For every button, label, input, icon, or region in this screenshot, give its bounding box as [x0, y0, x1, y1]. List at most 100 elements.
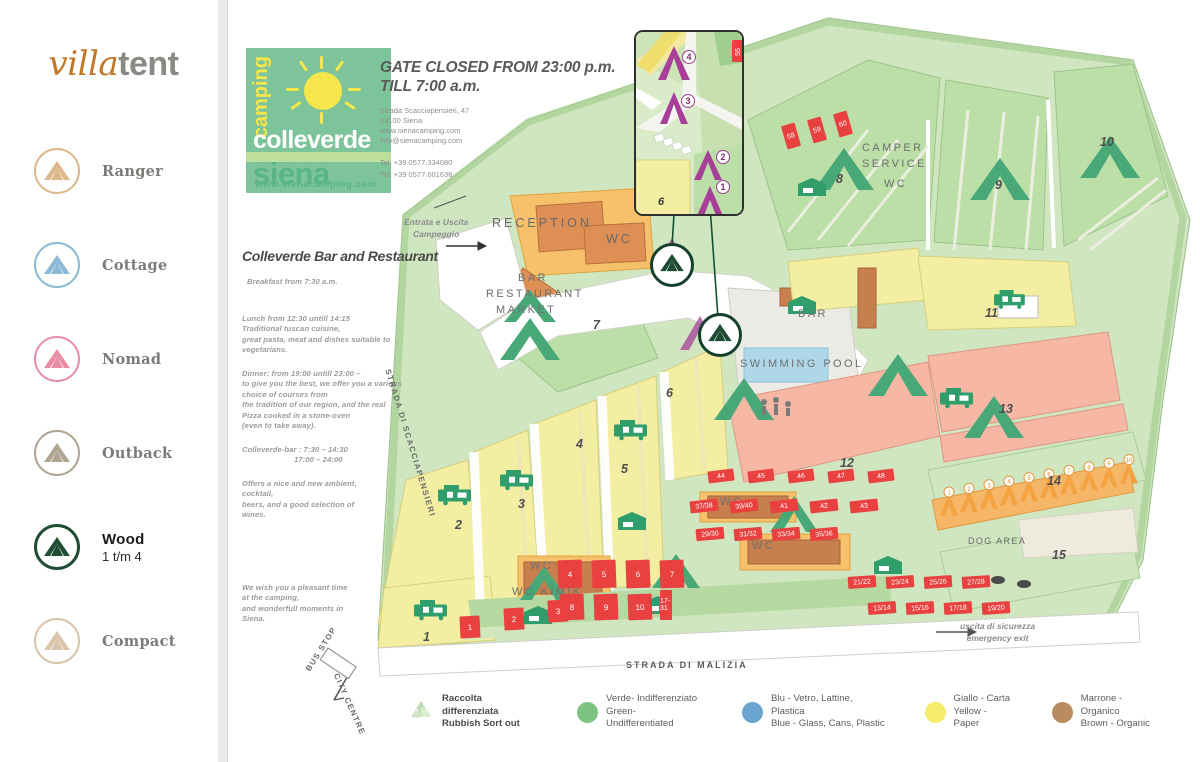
inset-marker-4[interactable]: 4	[682, 50, 696, 64]
sidebar-item-compact[interactable]: Compact	[34, 594, 227, 688]
bungalow-chip[interactable]: 25/26	[923, 575, 953, 589]
bungalow-chip[interactable]: 17-31	[660, 590, 672, 620]
legend-item-english: Green- Undifferentiated	[606, 705, 674, 730]
sidebar-item-nomad[interactable]: Nomad	[34, 312, 227, 406]
dinner-line-1: Dinner: from 19:00 untill 23:00 –	[242, 368, 361, 378]
lunch-line-3: great pasta, meat and dishes suitable to	[242, 334, 391, 344]
wish-line-4: Siena.	[242, 614, 265, 623]
bar-hours-2: 17:00 – 24:00	[294, 455, 343, 464]
bungalow-chip[interactable]: 31/32	[733, 526, 763, 542]
bungalow-chip[interactable]: 13/14	[867, 601, 897, 615]
dinner-line-2: to give you the best, we offer you a var…	[242, 379, 402, 388]
sidebar-item-ranger[interactable]: Ranger	[34, 124, 227, 218]
svg-text:6: 6	[1047, 473, 1051, 479]
bungalow-chip[interactable]: 33/34	[771, 526, 801, 542]
wood-pin-upper[interactable]	[650, 243, 694, 287]
svg-text:7: 7	[1067, 469, 1071, 475]
strada-di-malizia	[377, 611, 1141, 677]
legend-item-english: Brown - Organic	[1080, 718, 1150, 730]
breakfast-text: Breakfast from 7:30 a.m.	[247, 277, 338, 286]
entrance-arrow	[446, 241, 488, 251]
zone-15-building-row	[1017, 507, 1139, 559]
lunch-line-1: Lunch from 12:30 untill 14:15	[242, 313, 350, 323]
bungalow-chip[interactable]: 10	[627, 593, 653, 621]
legend-item-italian: Blu - Vetro, Lattine, Plastica	[771, 693, 853, 717]
zone14-tent	[1000, 483, 1018, 506]
sidebar-item-label: Cottage	[102, 256, 168, 274]
inset-red-badge	[732, 40, 742, 62]
gate-info-block: GATE CLOSED FROM 23:00 p.m. TILL 7:00 a.…	[380, 58, 630, 181]
wood-pin-lower[interactable]	[698, 313, 742, 357]
emergency-exit-arrow	[936, 627, 978, 637]
bungalow-icons	[524, 178, 902, 624]
bungalow-chip[interactable]: 21/22	[847, 575, 877, 589]
city-centre-arrow	[319, 647, 357, 701]
bungalow-chip[interactable]: 2	[503, 607, 525, 631]
inset-marker-2[interactable]: 2	[716, 150, 730, 164]
zone14-tent	[980, 486, 998, 509]
legend-item-italian: Verde- Indifferenziato	[606, 693, 698, 705]
legend-item-italian: Marrone - Organico	[1080, 693, 1123, 717]
website-link[interactable]: www.sienacamping.com	[380, 126, 461, 135]
sidebar-item-text: Cottage	[102, 257, 167, 274]
zone14-tent	[960, 490, 978, 513]
zone14-tent	[1120, 461, 1138, 484]
bungalow-chip[interactable]: 3	[547, 599, 569, 623]
zone-13-area	[927, 331, 1121, 433]
bungalow-chip[interactable]: 7	[659, 559, 685, 589]
inset-marker-3[interactable]: 3	[681, 94, 695, 108]
sidebar-item-text: Outback	[102, 445, 172, 462]
legend-item-italian: Raccolta differenziata	[442, 693, 499, 717]
sidebar-item-sublabel: 1 t/m 4	[102, 548, 142, 564]
legend-item-italian: Giallo - Carta	[953, 693, 1011, 705]
dinner-line-4: the tradition of our region, and the rea…	[242, 400, 386, 409]
bar-hours-1: Colleverde-bar : 7:30 – 14:30	[242, 444, 348, 454]
inset-marker-1[interactable]: 1	[716, 180, 730, 194]
bungalow-chip[interactable]: 1	[459, 615, 481, 639]
lunch-line-2: Traditional tuscan cuisine,	[242, 324, 341, 333]
sidebar-item-cottage[interactable]: Cottage	[34, 218, 227, 312]
bungalow-chip[interactable]: 5	[591, 559, 617, 589]
tent-icon	[34, 618, 80, 664]
logo-siena-text: siena	[253, 156, 330, 191]
bungalow-chip[interactable]: 19/20	[981, 601, 1011, 615]
bungalow-chip[interactable]: 35/36	[809, 526, 839, 542]
email-link[interactable]: info@sienacamping.com	[380, 136, 463, 145]
restaurant-info-block: Colleverde Bar and Restaurant Breakfast …	[242, 248, 442, 625]
bungalow-chip[interactable]: 23/24	[885, 575, 915, 589]
sidebar-item-text: Nomad	[102, 351, 161, 368]
bungalow-chip[interactable]: 29/30	[695, 526, 725, 542]
tent-icon	[34, 524, 80, 570]
bungalow-chip[interactable]: 6	[625, 559, 651, 589]
brand-logo[interactable]: villatent	[0, 44, 227, 84]
bungalow-chip[interactable]: 27/28	[961, 575, 991, 589]
tent-icon	[34, 430, 80, 476]
svg-text:5: 5	[1027, 476, 1031, 482]
svg-text:3: 3	[987, 483, 991, 489]
sidebar-item-outback[interactable]: Outback	[34, 406, 227, 500]
bungalow-chip[interactable]: 17/18	[943, 601, 973, 615]
zone14-tent	[1080, 468, 1098, 491]
bungalow-chip[interactable]: 4	[557, 559, 583, 589]
legend-item-english: Blue - Glass, Cans, Plastic	[771, 718, 885, 730]
bungalow-chip[interactable]: 9	[593, 593, 619, 621]
restaurant-title: Colleverde Bar and Restaurant	[242, 248, 438, 264]
svg-text:8: 8	[1087, 465, 1091, 471]
bungalow-chip[interactable]: 15/16	[905, 601, 935, 615]
brand-logo-tent: tent	[118, 45, 179, 83]
